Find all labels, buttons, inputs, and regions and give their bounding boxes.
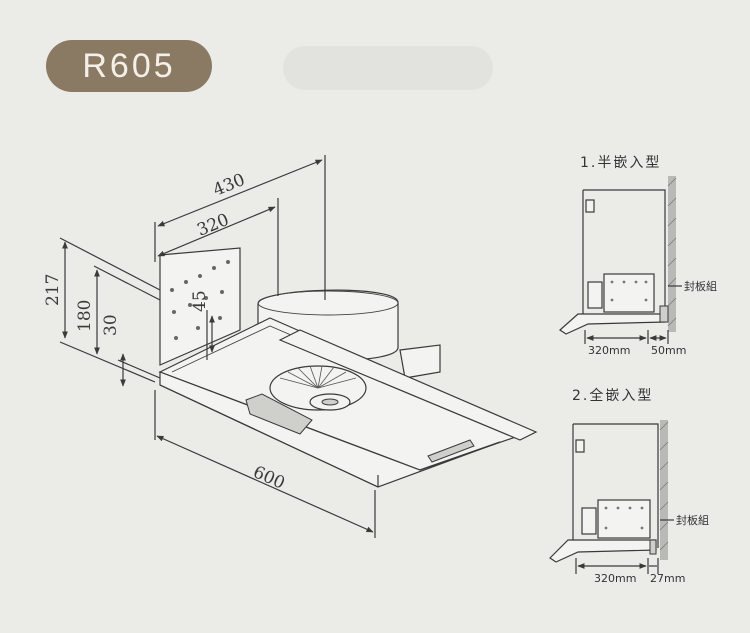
install-semi-seal-label: 封板組 (684, 279, 717, 293)
dimension-lines (59, 155, 376, 538)
install-full-dim-b: 27mm (650, 572, 685, 585)
dim-600: 600 (250, 462, 288, 493)
fan-blades (279, 365, 357, 389)
hood-drawing (158, 247, 538, 488)
dim-320: 320 (194, 210, 232, 241)
oil-cup (245, 393, 313, 435)
install-semi-diagram (559, 176, 682, 344)
front-handle (427, 439, 475, 463)
faded-logo-background (283, 46, 493, 90)
dim-180: 180 (75, 300, 95, 332)
slide-panel (278, 329, 538, 441)
install-full-seal-label: 封板組 (676, 513, 709, 527)
install-full-title: 2.全嵌入型 (572, 387, 653, 404)
dim-30: 30 (101, 314, 121, 336)
install-semi-title: 1.半嵌入型 (580, 155, 661, 171)
install-full-dim-a: 320mm (594, 572, 636, 585)
dim-430: 430 (210, 170, 248, 201)
install-semi-dim-b: 50mm (651, 344, 686, 357)
mounting-holes (170, 260, 230, 340)
install-semi-dim-a: 320mm (588, 344, 630, 357)
outlet-box (399, 344, 441, 379)
dim-45: 45 (190, 290, 210, 312)
install-full-diagram (549, 420, 674, 574)
dim-217: 217 (43, 274, 63, 306)
model-badge: R605 (46, 40, 212, 92)
